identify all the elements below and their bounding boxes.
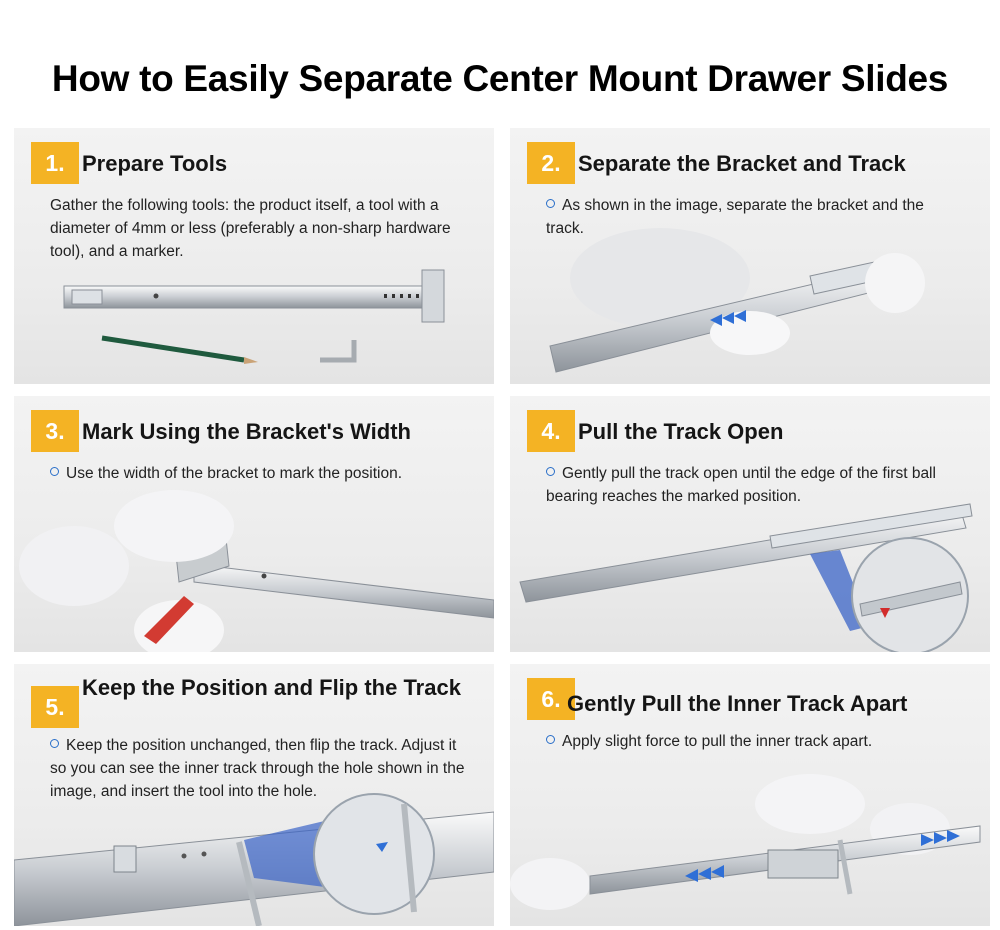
step-heading: Pull the Track Open [578, 419, 784, 444]
step-description: Gently pull the track open until the edg… [546, 465, 936, 505]
tools-illustration [63, 269, 445, 364]
step-heading: Separate the Bracket and Track [578, 151, 906, 176]
bullet-icon [50, 467, 59, 476]
bullet-icon [50, 739, 59, 748]
step-number-badge: 4. [527, 410, 575, 452]
step-description: As shown in the image, separate the brac… [546, 197, 924, 237]
step-description: Gather the following tools: the product … [50, 197, 451, 260]
step-number-badge: 3. [31, 410, 79, 452]
step-heading: Prepare Tools [82, 151, 228, 176]
step-number-badge: 5. [31, 686, 79, 728]
pull-track-illustration [519, 503, 973, 652]
step-heading: Keep the Position and Flip the Track [82, 675, 461, 700]
step-number-badge: 2. [527, 142, 575, 184]
step-number-badge: 6. [527, 678, 575, 720]
step-description: Use the width of the bracket to mark the… [50, 462, 470, 485]
bullet-icon [546, 199, 555, 208]
step-description: Keep the position unchanged, then flip t… [50, 737, 465, 800]
step-panel-1: 1. Prepare Tools Gather the following to… [14, 128, 494, 384]
step-heading: Mark Using the Bracket's Width [82, 419, 411, 444]
bullet-icon [546, 467, 555, 476]
flip-track-illustration [14, 793, 494, 926]
page-title: How to Easily Separate Center Mount Draw… [51, 58, 949, 99]
step-panel-4: 4. Pull the Track Open Gently pull the t… [510, 396, 990, 652]
mark-bracket-illustration [19, 490, 494, 652]
step-heading: Gently Pull the Inner Track Apart [567, 691, 908, 716]
step-panel-6: 6. Gently Pull the Inner Track Apart App… [510, 664, 990, 926]
step-panel-5: 5. Keep the Position and Flip the Track … [14, 664, 494, 926]
step-panel-2: 2. Separate the Bracket and Track As sho… [510, 128, 990, 384]
step-number-badge: 1. [31, 142, 79, 184]
pull-apart-illustration [510, 774, 981, 910]
separate-bracket-illustration [549, 228, 925, 373]
step-description: Apply slight force to pull the inner tra… [546, 730, 966, 753]
bullet-icon [546, 735, 555, 744]
step-panel-3: 3. Mark Using the Bracket's Width Use th… [14, 396, 494, 652]
